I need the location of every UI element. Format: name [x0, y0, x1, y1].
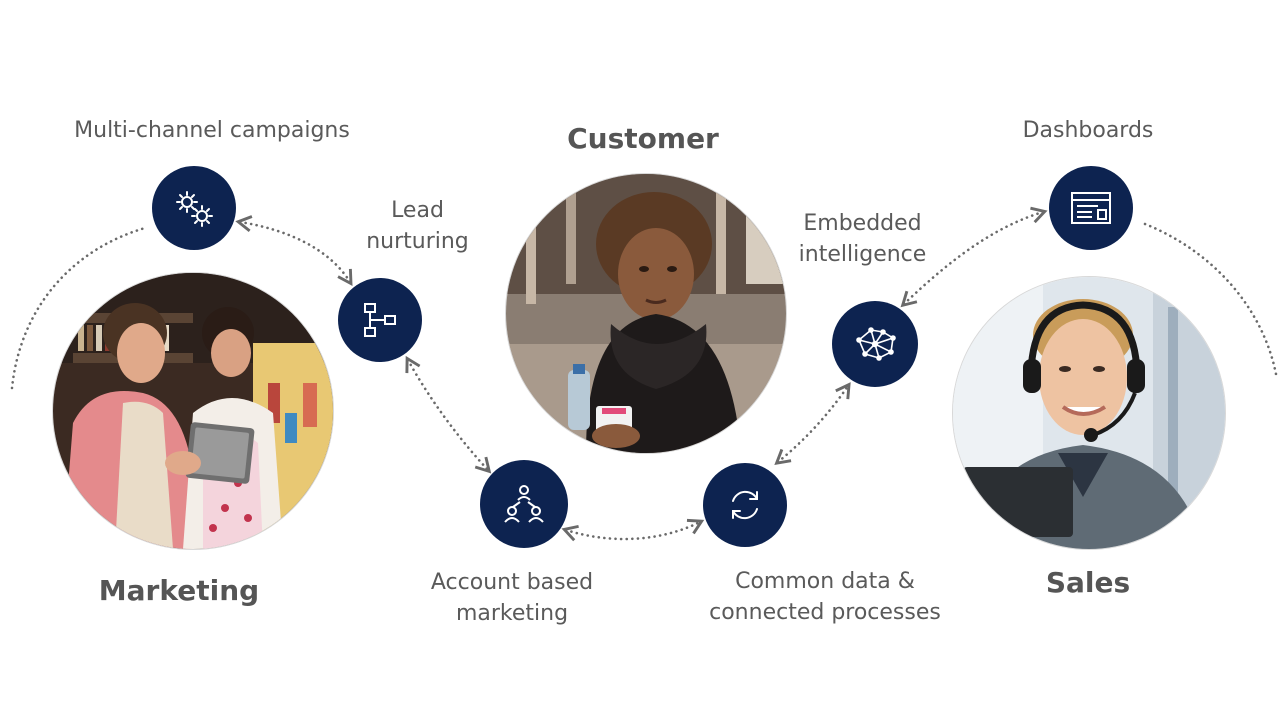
- embedded-intelligence-label-line1: Embedded: [780, 208, 945, 239]
- embedded-intelligence-label: Embedded intelligence: [780, 208, 945, 270]
- multi-channel-node: [152, 166, 236, 250]
- marketing-team-illustration: [53, 273, 333, 549]
- arrow-common-intelligence: [778, 386, 848, 462]
- arrow-campaigns-lead: [240, 222, 350, 282]
- dashboard-window-icon: [1068, 185, 1114, 231]
- gears-icon: [167, 181, 221, 235]
- sync-icon: [723, 483, 767, 527]
- embedded-intelligence-node: [832, 301, 918, 387]
- embedded-intelligence-label-line2: intelligence: [780, 239, 945, 270]
- sales-photo: [952, 276, 1226, 550]
- account-based-label: Account based marketing: [402, 567, 622, 629]
- dashboards-node: [1049, 166, 1133, 250]
- common-data-label: Common data & connected processes: [690, 566, 960, 628]
- common-data-label-line2: connected processes: [690, 597, 960, 628]
- customer-heading: Customer: [543, 122, 743, 155]
- lead-nurturing-node: [338, 278, 422, 362]
- sales-heading: Sales: [988, 566, 1188, 599]
- org-chart-icon: [500, 480, 548, 528]
- account-based-label-line2: marketing: [402, 598, 622, 629]
- lead-nurturing-label-line2: nurturing: [335, 226, 500, 257]
- common-data-node: [703, 463, 787, 547]
- arrow-lead-account: [408, 360, 488, 470]
- marketing-photo: [52, 272, 334, 550]
- marketing-heading: Marketing: [79, 574, 279, 607]
- network-icon: [849, 318, 901, 370]
- lead-nurturing-label-line1: Lead: [335, 195, 500, 226]
- lead-nurturing-label: Lead nurturing: [335, 195, 500, 257]
- account-based-label-line1: Account based: [402, 567, 622, 598]
- account-based-node: [480, 460, 568, 548]
- multi-channel-label: Multi-channel campaigns: [42, 115, 382, 146]
- arrow-account-common: [566, 522, 700, 539]
- common-data-label-line1: Common data &: [690, 566, 960, 597]
- customer-photo: [505, 173, 787, 454]
- customer-illustration: [506, 174, 786, 453]
- flowchart-icon: [358, 298, 402, 342]
- sales-agent-illustration: [953, 277, 1225, 549]
- dashboards-label: Dashboards: [1003, 115, 1173, 146]
